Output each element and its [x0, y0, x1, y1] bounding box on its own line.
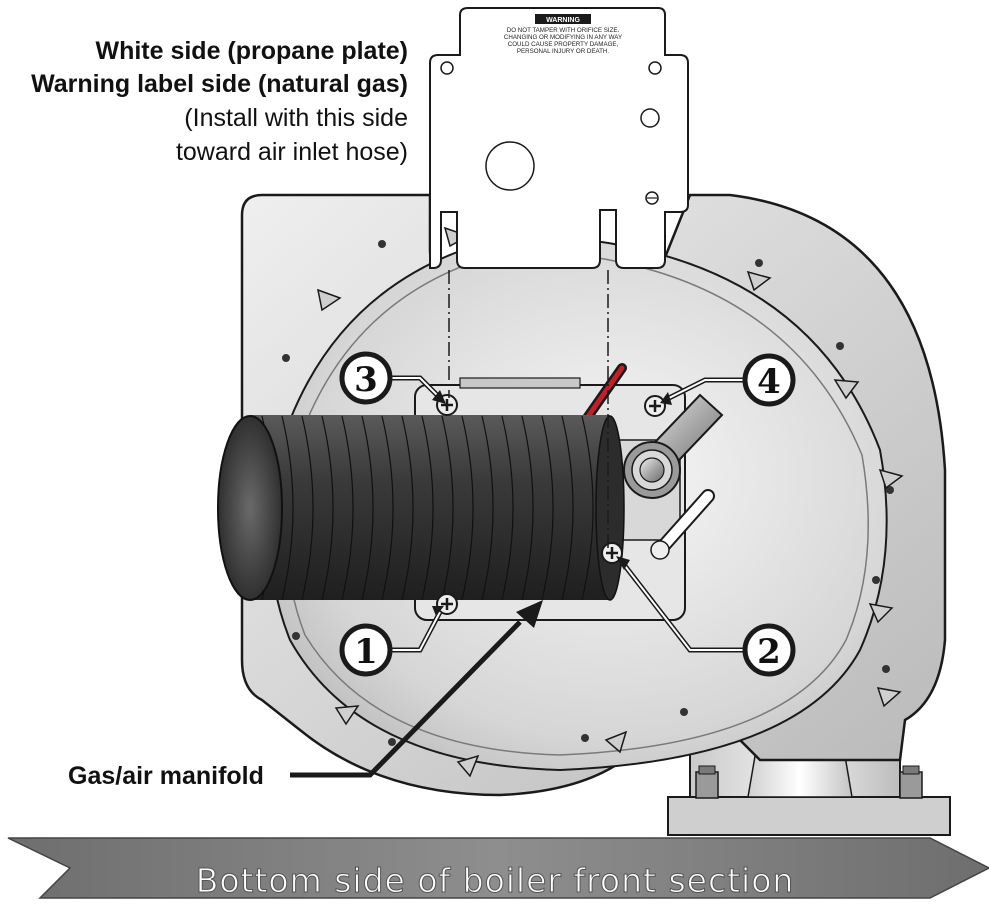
screw-1 [436, 593, 458, 615]
plate-label-line-2: Warning label side (natural gas) [31, 70, 408, 98]
callout-1: 1 [339, 623, 393, 677]
screw-4 [644, 395, 666, 417]
manifold-label: Gas/air manifold [68, 762, 264, 790]
air-inlet-hose [217, 415, 625, 601]
warning-line-4: PERSONAL INJURY OR DEATH. [517, 48, 610, 55]
callout-3-number: 3 [354, 360, 378, 400]
callout-4-number: 4 [757, 362, 781, 402]
perimeter-bolts [282, 240, 894, 746]
arrow-heads [432, 390, 672, 628]
callout-leaders-inner [392, 377, 745, 651]
warning-line-2: CHANGING OR MODIFYING IN ANY WAY [504, 34, 622, 41]
alignment-lines [448, 270, 609, 548]
banner-label: Bottom side of boiler front section [196, 861, 795, 900]
gas-inlet-pipe [623, 393, 724, 499]
warning-title: WARNING [546, 17, 580, 24]
callout-2: 2 [742, 623, 796, 677]
housing-fins [317, 226, 904, 778]
boiler-bottom-banner: Bottom side of boiler front section [7, 837, 989, 901]
callout-4: 4 [742, 353, 796, 407]
warning-line-3: COULD CAUSE PROPERTY DAMAGE, [508, 41, 619, 48]
white-tube [650, 489, 715, 560]
callout-3: 3 [339, 351, 393, 405]
callout-1-number: 1 [354, 632, 378, 672]
plate-label-line-4: toward air inlet hose) [176, 138, 408, 166]
warning-line-1: DO NOT TAMPER WITH ORIFICE SIZE. [507, 27, 620, 34]
plate-label-line-3: (Install with this side [184, 104, 408, 132]
orifice-plate: WARNING DO NOT TAMPER WITH ORIFICE SIZE.… [429, 7, 689, 269]
screw-2 [601, 542, 623, 564]
callout-2-number: 2 [757, 632, 781, 672]
plate-label-line-1: White side (propane plate) [95, 37, 408, 65]
